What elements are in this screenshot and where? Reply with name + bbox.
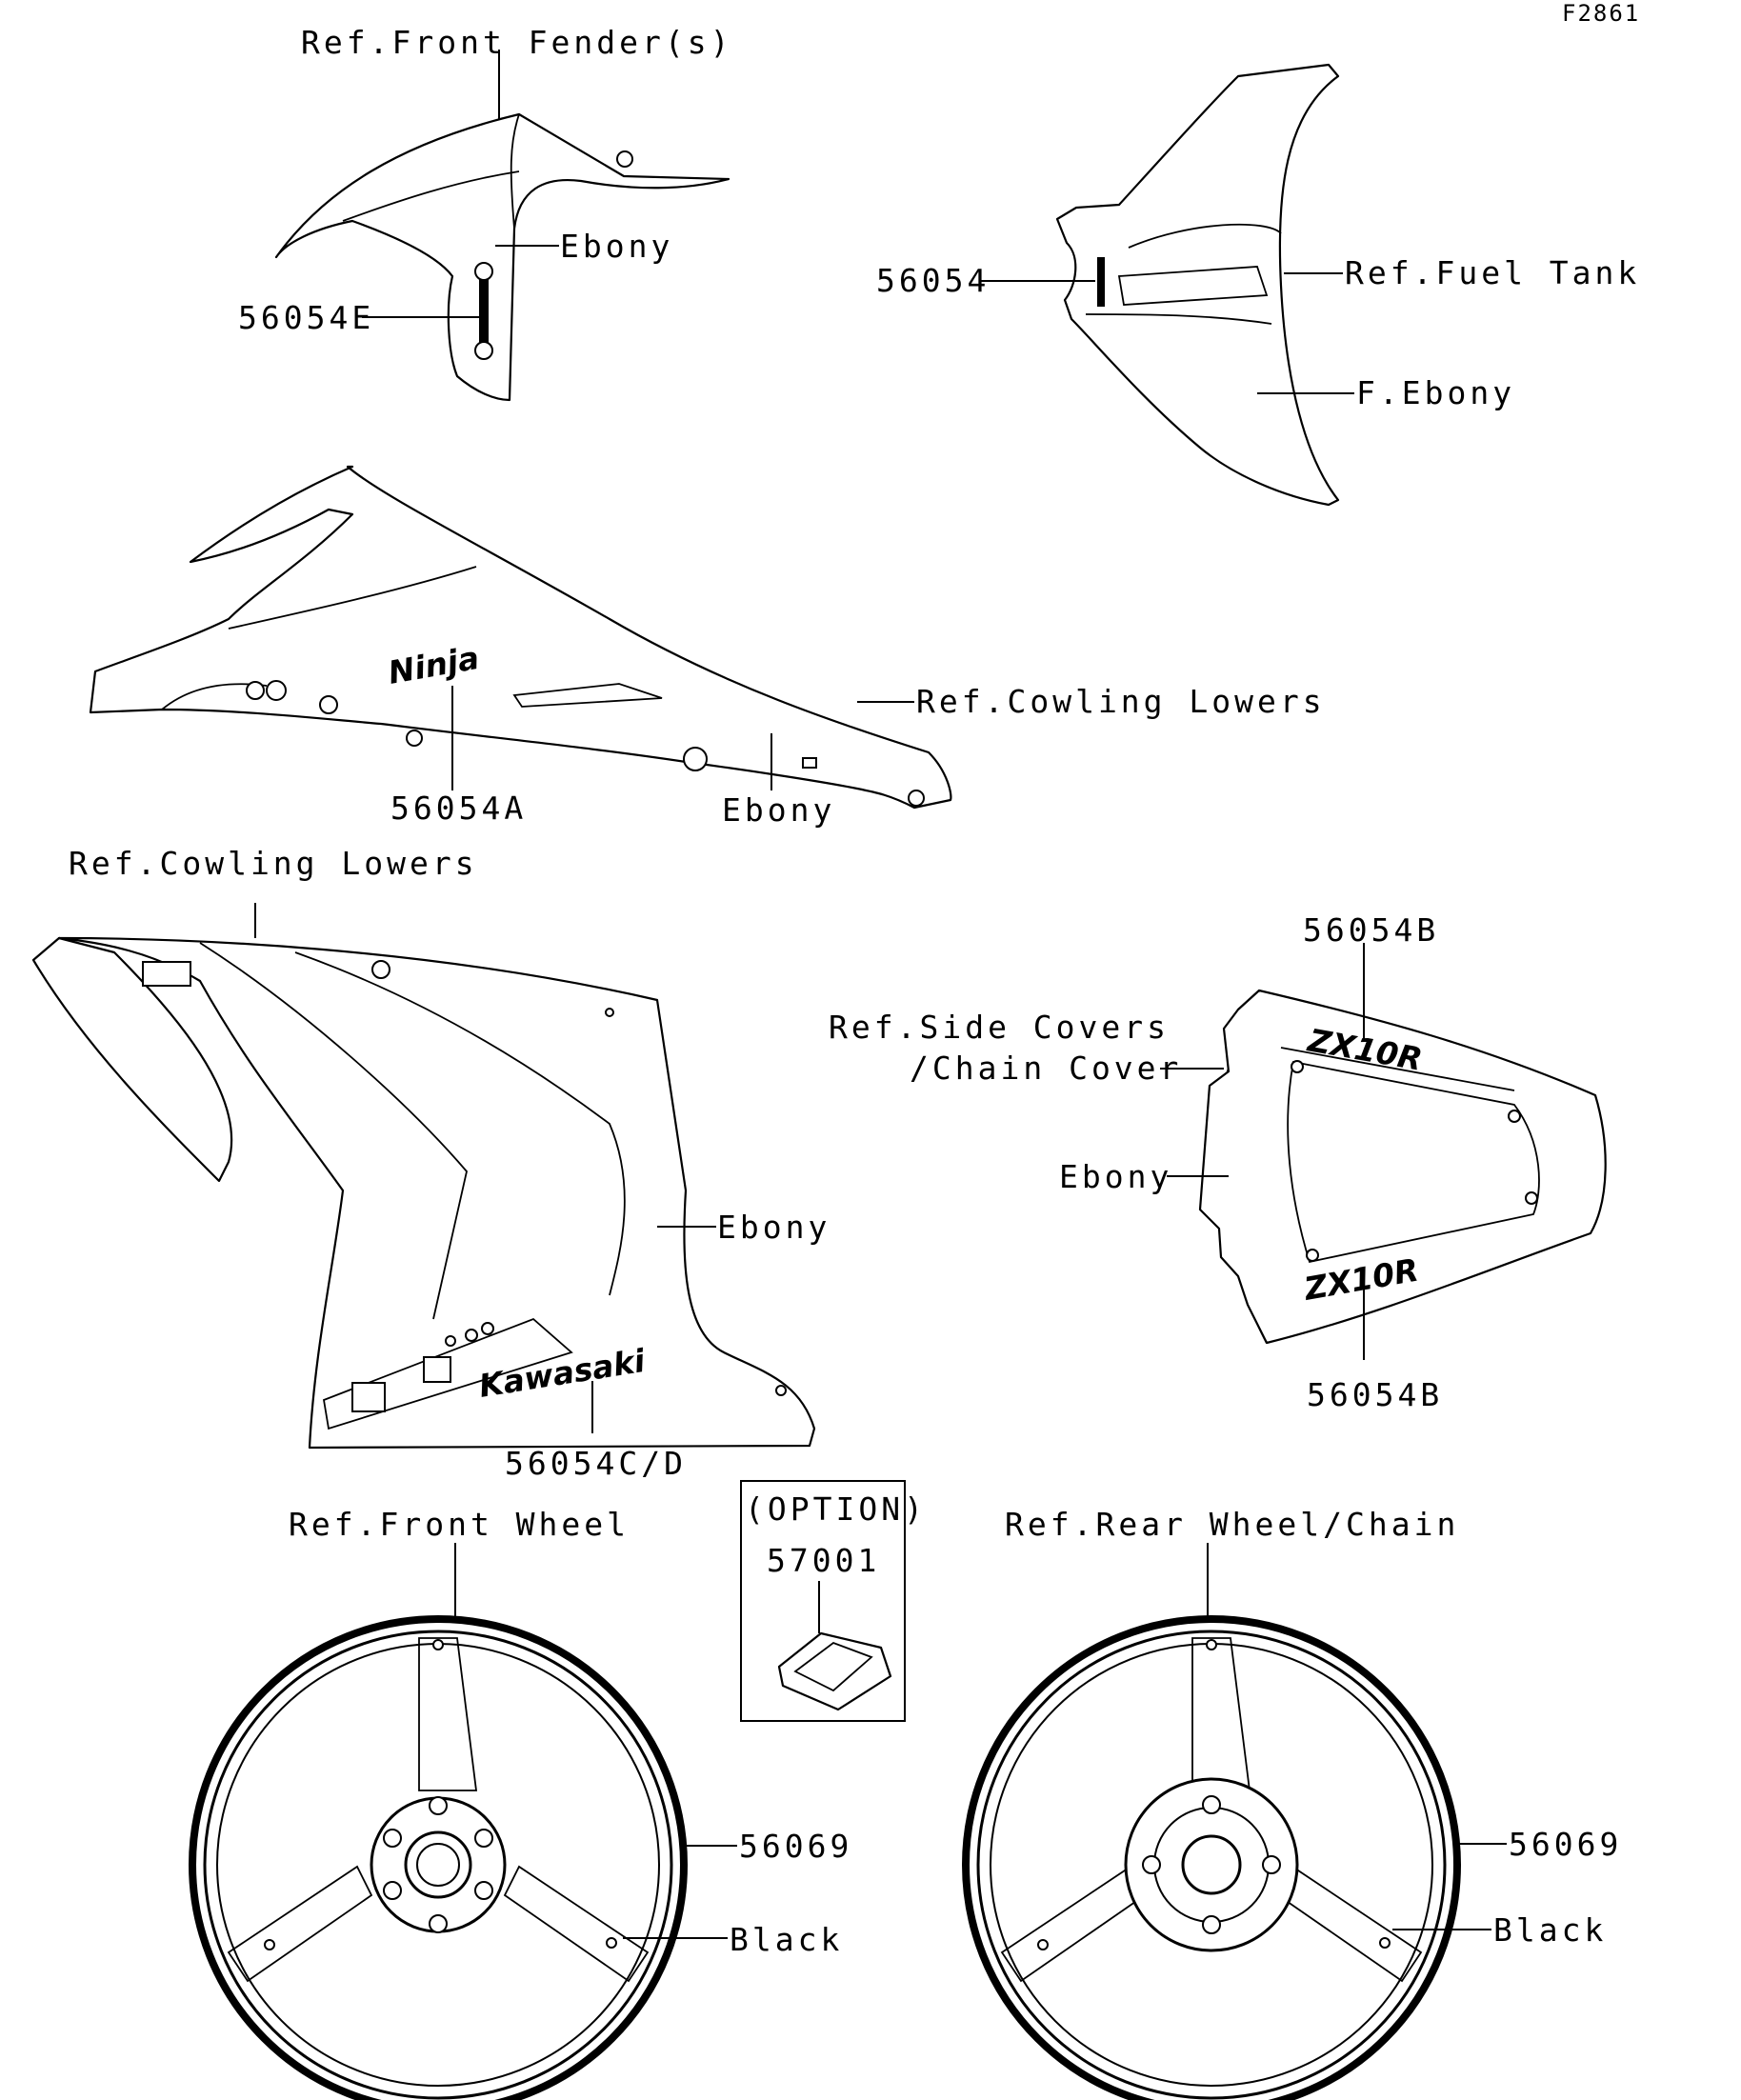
rear-wheel <box>962 1615 1461 2100</box>
ref-front-fender-label: Ref.Front Fender(s) <box>301 24 733 61</box>
ref-cowling-lowers-2-label: Ref.Cowling Lowers <box>69 845 478 882</box>
front-fender <box>274 112 730 402</box>
front-black-label: Black <box>730 1921 843 1958</box>
ref-cowling-lowers-1-label: Ref.Cowling Lowers <box>916 683 1326 720</box>
ref-fuel-tank-label: Ref.Fuel Tank <box>1345 254 1640 291</box>
part-57001-label: 57001 <box>767 1542 880 1579</box>
f-ebony-label: F.Ebony <box>1356 374 1515 411</box>
rear-56069-label: 56069 <box>1509 1826 1622 1863</box>
front-wheel <box>189 1615 688 2100</box>
fender-decal-56054E <box>479 271 489 348</box>
tail-side-cover: ZX10R ZX10R <box>1198 989 1607 1345</box>
upper-side-cowl: Ninja <box>89 465 952 810</box>
fender-ebony-label: Ebony <box>560 228 673 265</box>
part-56054B-top-label: 56054B <box>1303 911 1439 949</box>
part-56054E-label: 56054E <box>238 299 374 336</box>
chain-cover-label: /Chain Cover <box>910 1050 1182 1087</box>
option-label: (OPTION) <box>745 1490 927 1528</box>
side-cover-ebony-label: Ebony <box>1059 1158 1172 1195</box>
upper-cowl-ebony-label: Ebony <box>722 791 835 829</box>
rear-black-label: Black <box>1493 1911 1607 1949</box>
part-56054-label: 56054 <box>876 262 990 299</box>
part-56054B-bottom-label: 56054B <box>1307 1376 1443 1413</box>
figure-id: F2861 <box>1562 0 1640 27</box>
lower-cowl-ebony-label: Ebony <box>717 1209 830 1246</box>
lower-side-cowl: Kawasaki <box>31 936 816 1450</box>
ref-rear-wheel-label: Ref.Rear Wheel/Chain <box>1005 1506 1459 1543</box>
front-56069-label: 56069 <box>739 1828 852 1865</box>
part-56054A-label: 56054A <box>390 790 527 827</box>
fuel-tank-cover <box>1055 63 1340 507</box>
ref-side-covers-label: Ref.Side Covers <box>829 1009 1170 1046</box>
part-56054C-D-label: 56054C/D <box>505 1445 687 1482</box>
option-box: (OPTION) 57001 <box>740 1480 927 1722</box>
tank-decal-56054 <box>1097 257 1105 307</box>
ref-front-wheel-label: Ref.Front Wheel <box>289 1506 630 1543</box>
